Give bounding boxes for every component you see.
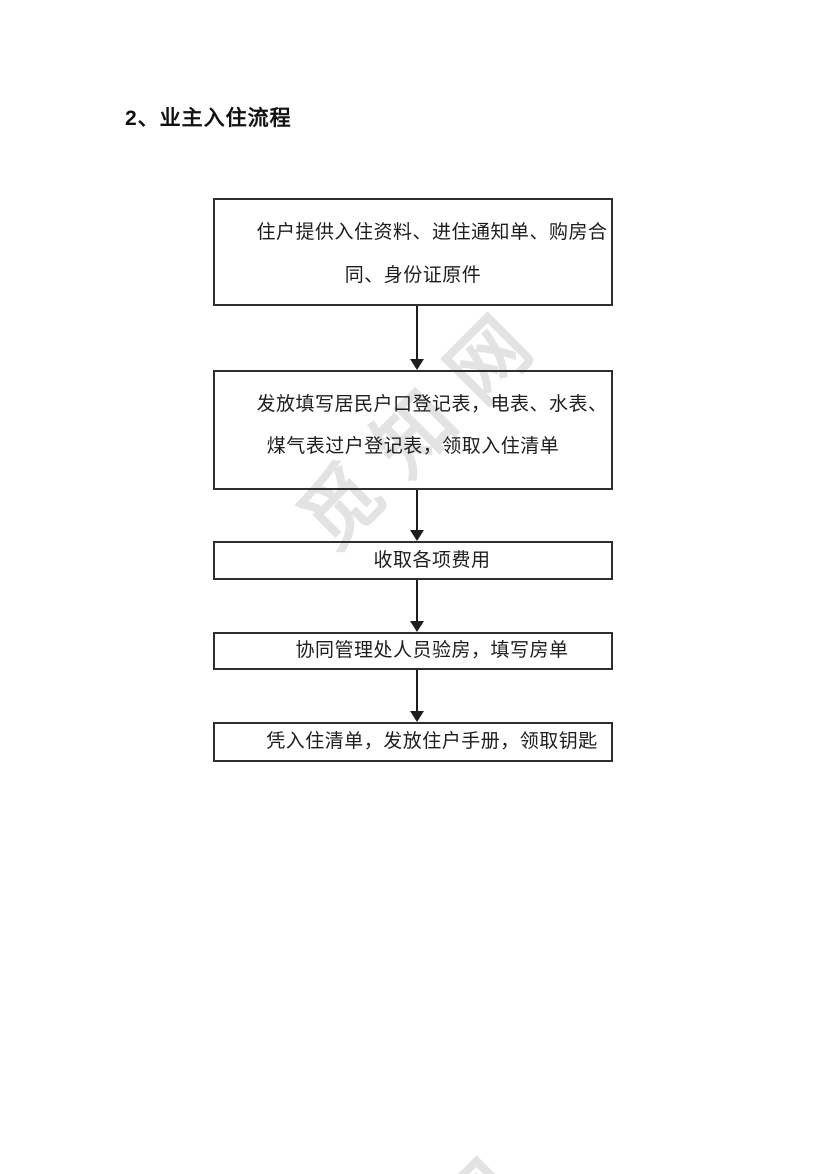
arrow-down-icon [410, 670, 424, 722]
flow-step-inspect-house: 协同管理处人员验房，填写房单 [213, 632, 613, 670]
arrow-head [410, 530, 424, 541]
flow-step-fill-registration: 发放填写居民户口登记表，电表、水表、煤气表过户登记表，领取入住清单 [213, 370, 613, 490]
arrow-stem [416, 580, 418, 621]
flow-step-provide-materials: 住户提供入住资料、进住通知单、购房合同、身份证原件 [213, 198, 613, 306]
arrow-down-icon [410, 490, 424, 541]
arrow-stem [416, 670, 418, 711]
watermark-text-bottom: 觅知网 [259, 1114, 559, 1174]
arrow-head [410, 621, 424, 632]
flow-step-issue-handbook-keys: 凭入住清单，发放住户手册，领取钥匙 [213, 722, 613, 762]
arrow-down-icon [410, 306, 424, 370]
arrow-stem [416, 306, 418, 359]
flow-step-collect-fees: 收取各项费用 [213, 541, 613, 580]
section-title: 2、业主入住流程 [125, 107, 292, 130]
arrow-stem [416, 490, 418, 530]
arrow-head [410, 711, 424, 722]
arrow-down-icon [410, 580, 424, 632]
arrow-head [410, 359, 424, 370]
